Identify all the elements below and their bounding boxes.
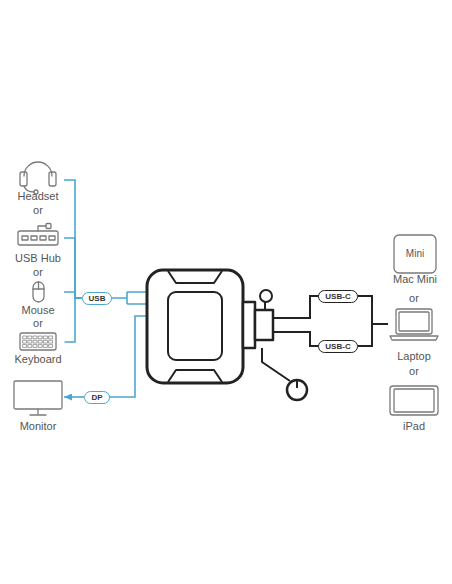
connector (358, 296, 388, 324)
port-label: USB (89, 293, 106, 304)
key (44, 345, 48, 348)
or-label: or (33, 204, 43, 217)
device-label: Keyboard (11, 353, 64, 366)
device-label: Mac Mini (389, 273, 441, 286)
device-node: iPad (388, 385, 440, 433)
headset-cup (49, 172, 56, 186)
cable-tie-ring (260, 290, 272, 302)
usb-port (22, 236, 28, 240)
connector (358, 324, 388, 346)
switch-connector (243, 302, 255, 348)
mouse-icon (33, 282, 44, 302)
port-label: USB-C (325, 291, 350, 302)
usb-hub-cable (38, 226, 46, 231)
laptop-base (390, 336, 438, 340)
device-label: Headset (12, 190, 64, 203)
keyboard-keys (23, 336, 53, 347)
cable-tie (264, 302, 266, 310)
headset-cup (20, 172, 27, 186)
key (44, 340, 48, 343)
usb-port (40, 236, 46, 240)
tether-ring (287, 380, 307, 400)
keyboard-icon (20, 333, 56, 350)
device-label: Mouse (12, 304, 64, 317)
headset-icon (24, 162, 52, 176)
ipad-screen (394, 389, 434, 412)
key (49, 340, 53, 343)
device-node: Headset (12, 150, 64, 203)
tether-ring-bar (296, 381, 298, 388)
switch-connector (255, 310, 273, 340)
or-label: or (33, 317, 43, 330)
port-pill: DP (84, 391, 109, 404)
device-node: Mouse (12, 282, 64, 317)
key (39, 345, 43, 348)
key (28, 336, 32, 339)
key (44, 336, 48, 339)
switch-body (147, 270, 243, 383)
connector (64, 396, 84, 398)
key (23, 336, 27, 339)
mouse-button (38, 282, 39, 289)
device-node: Keyboard (11, 333, 64, 366)
key (23, 340, 27, 343)
monitor-base (30, 414, 46, 415)
port-pill: USB (82, 292, 113, 305)
usb-port (31, 236, 37, 240)
or-label: or (409, 365, 419, 378)
usb-hub-icon (18, 231, 58, 245)
port-pill: USB-C (318, 290, 357, 303)
monitor-stand (37, 409, 38, 414)
switch-bottom-band (168, 370, 222, 382)
device-label: Monitor (12, 420, 64, 433)
connector (65, 298, 82, 342)
key (28, 345, 32, 348)
device-node: Laptop (388, 308, 440, 363)
device-label: Laptop (388, 350, 440, 363)
monitor-icon (14, 381, 62, 409)
usb-hub-ports (22, 236, 55, 240)
usb-hub-plug (46, 224, 51, 229)
switch-top-band (168, 271, 222, 283)
laptop-screen-inner (399, 312, 429, 331)
key (28, 340, 32, 343)
ipad-icon (390, 386, 438, 415)
port-label: USB-C (325, 341, 350, 352)
key (33, 336, 37, 339)
key (39, 336, 43, 339)
device-node: Monitor (12, 381, 64, 433)
usb-port (49, 236, 55, 240)
icon-text: Mini (389, 235, 441, 273)
port-label: DP (91, 392, 102, 403)
key (49, 336, 53, 339)
mouse-button (33, 288, 44, 289)
key (23, 345, 27, 348)
device-label: USB Hub (12, 252, 64, 265)
key (33, 345, 37, 348)
connector (64, 238, 82, 298)
laptop-screen (396, 309, 432, 334)
or-label: or (33, 266, 43, 279)
device-label: iPad (388, 420, 440, 433)
dp-wire (97, 316, 147, 397)
key (33, 340, 37, 343)
connector (64, 180, 82, 298)
tether-cable (262, 348, 290, 381)
device-node: USB Hub (12, 229, 64, 265)
switch-button (168, 292, 222, 360)
key (39, 340, 43, 343)
or-label: or (409, 292, 419, 305)
connector (64, 292, 82, 298)
port-pill: USB-C (318, 340, 357, 353)
device-node: MiniMac Mini (389, 235, 441, 286)
key (49, 345, 53, 348)
